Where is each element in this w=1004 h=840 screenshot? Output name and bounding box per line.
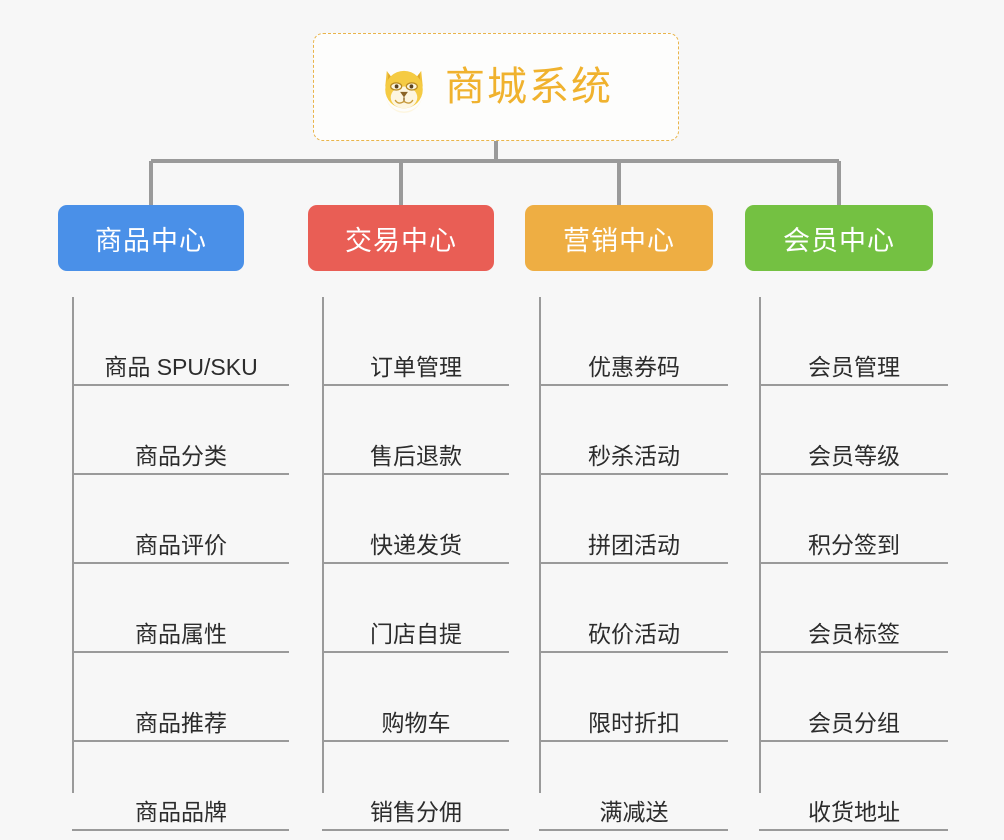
leaf-label: 拼团活动 <box>588 532 680 559</box>
leaf-label: 商品推荐 <box>135 710 227 737</box>
root-node[interactable]: 商城系统 <box>313 33 679 141</box>
leaf-item[interactable]: 商品评价 <box>72 475 289 564</box>
leaf-label: 会员标签 <box>808 621 900 648</box>
leaf-list-3: 会员管理 会员等级 积分签到 会员标签 会员分组 收货地址 <box>745 297 948 831</box>
category-box-1[interactable]: 交易中心 <box>308 205 494 271</box>
branch-column-3: 会员中心 会员管理 会员等级 积分签到 会员标签 会员分组 收货地址 <box>745 205 948 831</box>
leaf-item[interactable]: 拼团活动 <box>539 475 728 564</box>
category-box-0[interactable]: 商品中心 <box>58 205 244 271</box>
branch-column-2: 营销中心 优惠券码 秒杀活动 拼团活动 砍价活动 限时折扣 满减送 <box>525 205 728 831</box>
leaf-label: 会员分组 <box>808 710 900 737</box>
leaf-list-0: 商品 SPU/SKU 商品分类 商品评价 商品属性 商品推荐 商品品牌 <box>58 297 289 831</box>
leaf-item[interactable]: 会员分组 <box>759 653 948 742</box>
category-label-0: 商品中心 <box>95 225 207 256</box>
leaf-label: 砍价活动 <box>588 621 680 648</box>
leaf-label: 收货地址 <box>808 799 900 826</box>
leaf-label: 购物车 <box>381 710 451 737</box>
leaf-label: 商品属性 <box>135 621 227 648</box>
leaf-label: 限时折扣 <box>588 710 680 737</box>
leaf-item[interactable]: 商品推荐 <box>72 653 289 742</box>
leaf-item[interactable]: 门店自提 <box>322 564 509 653</box>
dog-face-icon <box>385 70 423 113</box>
leaf-item[interactable]: 秒杀活动 <box>539 386 728 475</box>
leaf-item[interactable]: 收货地址 <box>759 742 948 831</box>
category-label-2: 营销中心 <box>563 225 675 256</box>
leaf-item[interactable]: 销售分佣 <box>322 742 509 831</box>
leaf-item[interactable]: 积分签到 <box>759 475 948 564</box>
leaf-label: 商品品牌 <box>135 799 227 826</box>
category-label-3: 会员中心 <box>783 225 895 256</box>
leaf-item[interactable]: 会员标签 <box>759 564 948 653</box>
leaf-item[interactable]: 快递发货 <box>322 475 509 564</box>
leaf-label: 门店自提 <box>370 621 462 648</box>
leaf-label: 快递发货 <box>370 532 462 559</box>
leaf-label: 满减送 <box>599 799 669 826</box>
leaf-label: 优惠券码 <box>588 354 680 381</box>
leaf-item[interactable]: 商品分类 <box>72 386 289 475</box>
leaf-label: 会员管理 <box>808 354 900 381</box>
category-box-2[interactable]: 营销中心 <box>525 205 713 271</box>
leaf-item[interactable]: 会员等级 <box>759 386 948 475</box>
leaf-item[interactable]: 订单管理 <box>322 297 509 386</box>
leaf-label: 订单管理 <box>370 354 462 381</box>
leaf-label: 商品 SPU/SKU <box>104 354 258 381</box>
category-box-3[interactable]: 会员中心 <box>745 205 933 271</box>
leaf-list-1: 订单管理 售后退款 快递发货 门店自提 购物车 销售分佣 <box>308 297 509 831</box>
leaf-item[interactable]: 售后退款 <box>322 386 509 475</box>
leaf-label: 会员等级 <box>808 443 900 470</box>
branch-column-1: 交易中心 订单管理 售后退款 快递发货 门店自提 购物车 销售分佣 <box>308 205 509 831</box>
category-label-1: 交易中心 <box>345 225 457 256</box>
root-title: 商城系统 <box>445 65 613 109</box>
leaf-label: 积分签到 <box>808 532 900 559</box>
leaf-item[interactable]: 购物车 <box>322 653 509 742</box>
leaf-label: 售后退款 <box>370 443 462 470</box>
leaf-item[interactable]: 砍价活动 <box>539 564 728 653</box>
leaf-label: 秒杀活动 <box>588 443 680 470</box>
leaf-label: 商品评价 <box>135 532 227 559</box>
branch-column-0: 商品中心 商品 SPU/SKU 商品分类 商品评价 商品属性 商品推荐 商品品牌 <box>58 205 289 831</box>
leaf-item[interactable]: 满减送 <box>539 742 728 831</box>
leaf-item[interactable]: 优惠券码 <box>539 297 728 386</box>
leaf-item[interactable]: 商品品牌 <box>72 742 289 831</box>
leaf-item[interactable]: 商品属性 <box>72 564 289 653</box>
leaf-item[interactable]: 商品 SPU/SKU <box>72 297 289 386</box>
leaf-label: 销售分佣 <box>370 799 462 826</box>
leaf-item[interactable]: 限时折扣 <box>539 653 728 742</box>
leaf-item[interactable]: 会员管理 <box>759 297 948 386</box>
leaf-label: 商品分类 <box>135 443 227 470</box>
leaf-list-2: 优惠券码 秒杀活动 拼团活动 砍价活动 限时折扣 满减送 <box>525 297 728 831</box>
